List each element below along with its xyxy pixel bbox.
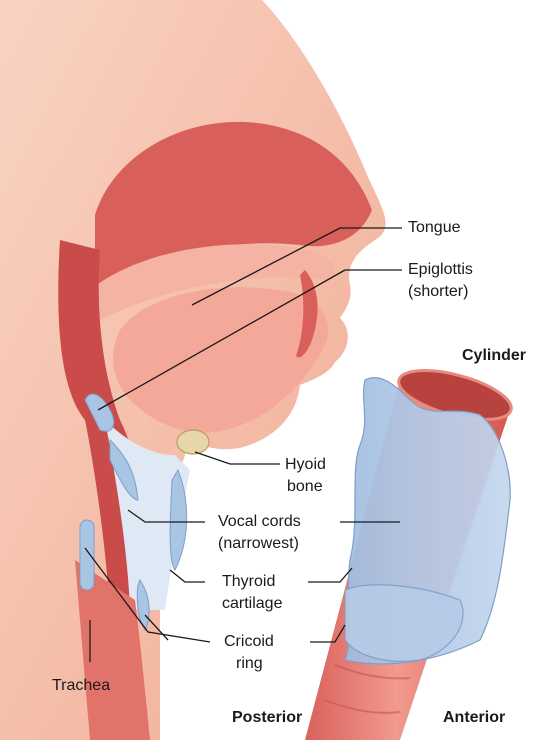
- hyoid-bone-shape: [177, 430, 209, 454]
- label-tongue: Tongue: [408, 218, 461, 238]
- label-epiglottis: Epiglottis: [408, 260, 473, 280]
- label-epiglottis-note: (shorter): [408, 282, 468, 302]
- label-vocal-cords-note: (narrowest): [218, 534, 299, 554]
- label-trachea: Trachea: [52, 676, 110, 696]
- leader-hyoid: [195, 452, 280, 464]
- label-posterior: Posterior: [232, 708, 302, 728]
- label-cricoid-ring: ring: [236, 654, 263, 674]
- label-thyroid-cartilage: cartilage: [222, 594, 282, 614]
- label-thyroid: Thyroid: [222, 572, 275, 592]
- label-cricoid: Cricoid: [224, 632, 274, 652]
- trachea-ring-shape: [80, 520, 94, 590]
- label-cylinder: Cylinder: [462, 346, 526, 366]
- label-anterior: Anterior: [443, 708, 505, 728]
- label-vocal-cords: Vocal cords: [218, 512, 301, 532]
- label-hyoid-bone: bone: [287, 477, 323, 497]
- leader-thyroid: [170, 570, 205, 582]
- tongue-mass: [113, 287, 328, 432]
- label-hyoid: Hyoid: [285, 455, 326, 475]
- leader-thyroid-right: [308, 568, 352, 582]
